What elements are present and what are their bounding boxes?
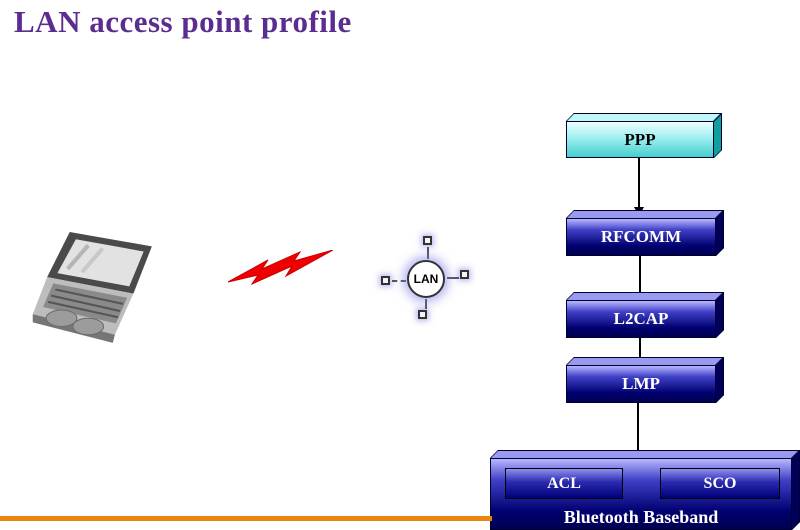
- box-top-face: [566, 210, 724, 218]
- stack-label-l2cap: L2CAP: [566, 300, 716, 338]
- stack-label-rfcomm: RFCOMM: [566, 218, 716, 256]
- laptop-icon: [32, 232, 167, 347]
- lan-link-left: [392, 280, 406, 282]
- stack-box-l2cap: L2CAP: [566, 292, 724, 338]
- connector-l2cap-lmp: [639, 337, 641, 367]
- bottom-rule: [0, 516, 492, 521]
- acl-label: ACL: [547, 474, 581, 492]
- baseband-box: ACL SCO Bluetooth Baseband: [490, 450, 800, 530]
- box-top-face: [490, 450, 800, 458]
- connector-ppp-rfcomm: [638, 158, 640, 208]
- lan-terminal-square-top: [423, 236, 432, 245]
- sco-box: SCO: [660, 468, 780, 499]
- stack-box-ppp: PPP: [566, 113, 722, 158]
- lan-link-top: [427, 247, 429, 259]
- stack-box-rfcomm: RFCOMM: [566, 210, 724, 256]
- lan-terminal-square-right: [460, 270, 469, 279]
- wireless-bolt-icon: [227, 249, 334, 288]
- laptop-graphic: [32, 232, 152, 343]
- baseband-label: Bluetooth Baseband: [563, 507, 719, 527]
- box-top-face: [566, 292, 724, 300]
- page-title: LAN access point profile: [14, 4, 352, 39]
- lan-node: LAN: [381, 236, 473, 322]
- lan-link-bottom: [425, 299, 427, 309]
- box-side-face: [714, 113, 722, 158]
- box-side-face: [716, 292, 724, 338]
- lan-circle: LAN: [407, 260, 445, 298]
- bolt-graphic: [227, 249, 334, 286]
- box-side-face: [716, 357, 724, 403]
- sco-label: SCO: [703, 474, 737, 492]
- box-side-face: [716, 210, 724, 256]
- stack-box-lmp: LMP: [566, 357, 724, 403]
- lan-terminal-square-bottom: [418, 310, 427, 319]
- stack-label-lmp: LMP: [566, 365, 716, 403]
- box-side-face: [792, 450, 800, 530]
- box-top-face: [566, 113, 722, 121]
- connector-lmp-baseband: [637, 402, 639, 460]
- stack-label-ppp: PPP: [566, 121, 714, 158]
- acl-box: ACL: [505, 468, 623, 499]
- lan-terminal-square-left: [381, 276, 390, 285]
- box-top-face: [566, 357, 724, 365]
- lan-label: LAN: [413, 272, 439, 286]
- connector-rfcomm-l2cap: [639, 255, 641, 301]
- lan-link-right: [447, 277, 459, 279]
